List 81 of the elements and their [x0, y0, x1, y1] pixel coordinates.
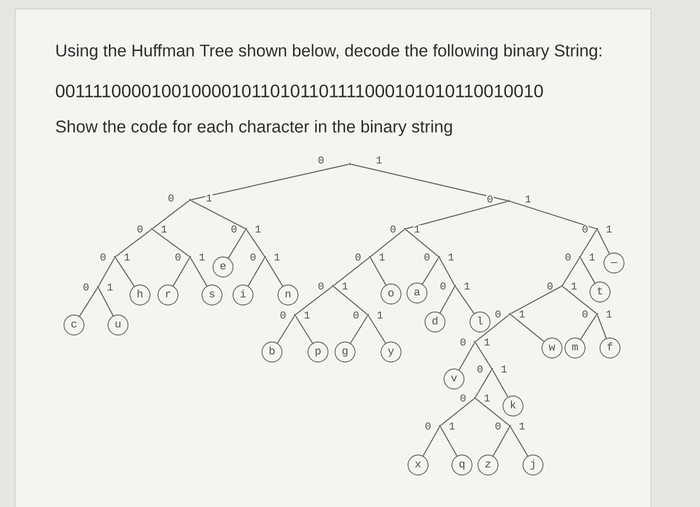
- tree-branch: [98, 288, 114, 316]
- branch-point: [188, 198, 192, 202]
- branch-point: [578, 256, 582, 258]
- branch-point: [332, 284, 334, 288]
- branch-point: [244, 228, 248, 230]
- tree-branch: [510, 314, 544, 342]
- tree-branch: [334, 286, 368, 315]
- tree-branch: [248, 258, 265, 286]
- tree-branch: [370, 229, 404, 257]
- tree-branch: [277, 316, 295, 344]
- branch-point: [404, 228, 406, 230]
- tree-branch: [510, 426, 528, 456]
- tree-branch: [152, 229, 190, 257]
- tree-branch: [596, 315, 607, 338]
- tree-branch: [475, 342, 492, 368]
- branch-point: [454, 284, 456, 288]
- tree-branch: [422, 426, 440, 456]
- tree-branch: [510, 286, 562, 314]
- tree-branch: [115, 258, 135, 287]
- tree-branch: [439, 258, 455, 286]
- tree-branch: [476, 314, 510, 342]
- tree-branch: [406, 200, 508, 230]
- instruction-text: Using the Huffman Tree shown below, decode the following binary String:: [56, 44, 602, 60]
- tree-branch: [580, 258, 596, 284]
- tree-branch: [350, 316, 368, 344]
- branch-point: [508, 200, 510, 202]
- branch-point: [438, 424, 442, 428]
- tree-branch: [422, 258, 439, 284]
- tree-branch: [370, 258, 386, 286]
- tree-branch: [580, 314, 597, 340]
- tree-branch: [580, 230, 597, 256]
- tree-branch: [440, 286, 455, 314]
- tree-branch: [228, 230, 246, 258]
- branch-point: [508, 424, 512, 428]
- branch-point: [348, 162, 352, 166]
- tree-branch: [295, 316, 313, 344]
- branch-point: [188, 256, 192, 258]
- tree-branch: [368, 316, 386, 344]
- tree-branch: [406, 229, 438, 257]
- tree-branch: [562, 258, 580, 286]
- branch-point: [490, 368, 494, 370]
- tree-branch: [440, 426, 458, 456]
- tree-branch: [458, 342, 475, 370]
- tree-branch: [172, 258, 190, 286]
- branch-point: [368, 256, 372, 258]
- tree-branch: [334, 257, 370, 286]
- branch-point: [150, 228, 154, 230]
- branch-point: [264, 256, 266, 258]
- tree-branch: [98, 258, 115, 286]
- tree-branch: [190, 258, 208, 286]
- branch-point: [474, 340, 476, 344]
- branch-point: [474, 396, 476, 400]
- tree-branch: [492, 426, 510, 456]
- tree-branch: [265, 258, 284, 286]
- branch-point: [114, 256, 116, 258]
- tree-branch: [476, 398, 510, 426]
- tree-branch: [116, 229, 152, 257]
- tree-branch: [597, 230, 610, 254]
- branch-point: [596, 228, 598, 230]
- tree-branch: [492, 370, 508, 398]
- tree-branch: [190, 200, 246, 229]
- branch-point: [596, 312, 598, 316]
- tree-branch: [562, 286, 596, 314]
- tree-branch: [79, 288, 98, 316]
- tree-branch: [246, 230, 265, 256]
- branch-point: [438, 256, 440, 258]
- tree-branch: [510, 200, 596, 230]
- branch-point: [294, 314, 296, 316]
- binary-string: 00111100001001000010110101101111000101010110010010: [56, 84, 543, 98]
- tree-branch: [455, 286, 474, 314]
- branch-point: [560, 284, 564, 288]
- tree-branch: [296, 286, 332, 315]
- instruction-text: Show the code for each character in the binary string: [56, 120, 452, 136]
- tree-branch: [152, 200, 190, 229]
- tree-branch: [475, 370, 492, 398]
- branch-point: [508, 312, 512, 316]
- tree-branch: [440, 398, 474, 426]
- tree-branch: [351, 164, 508, 202]
- branch-point: [96, 286, 100, 288]
- tree-branch: [191, 164, 349, 200]
- branch-point: [366, 314, 370, 316]
